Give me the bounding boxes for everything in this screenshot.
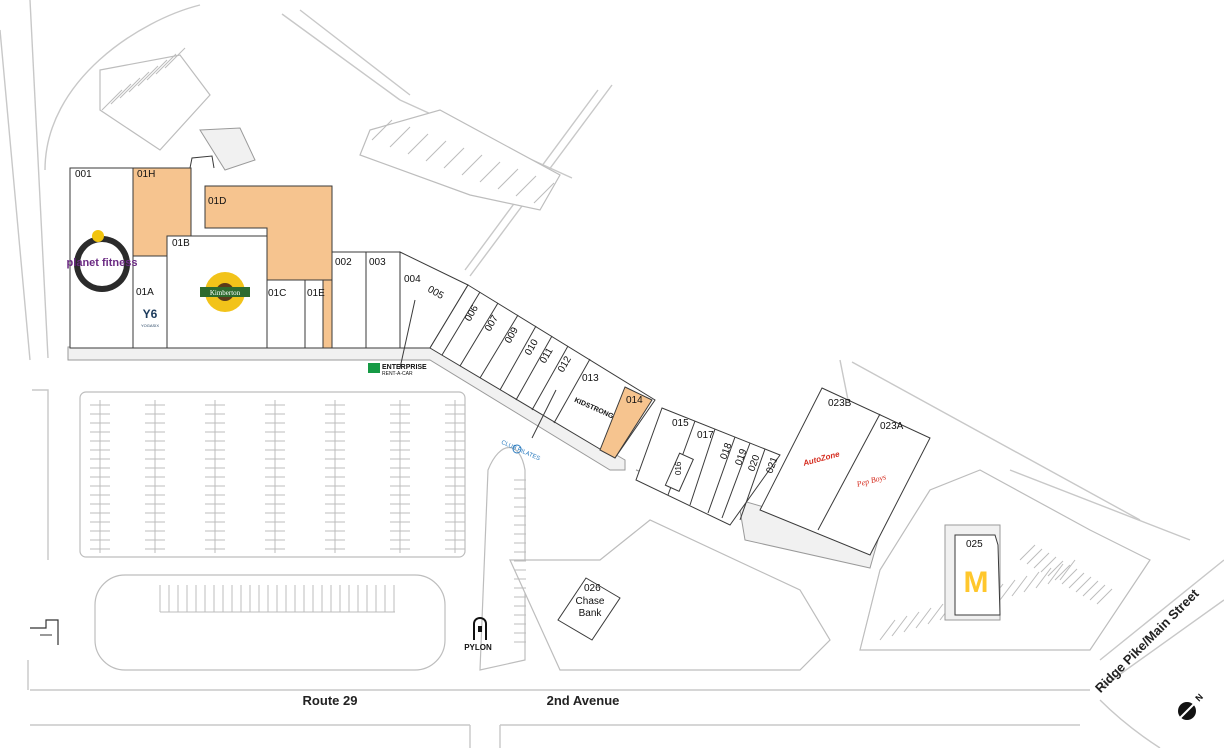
parking-stall-line [119, 77, 141, 99]
parking-stall-line [1047, 560, 1064, 577]
mcdonalds-logo: M [964, 566, 989, 599]
parking-stall-line [128, 71, 150, 93]
svg-text:Y6: Y6 [143, 307, 158, 321]
chase-bank-label: Chase Bank [576, 596, 605, 619]
parking-stall-line [1082, 580, 1099, 597]
label-015: 015 [672, 418, 689, 429]
enterprise-logo: ENTERPRISE RENT-A-CAR [368, 363, 427, 377]
mcdonalds-arches: M [964, 566, 989, 599]
compass-icon: N [1178, 692, 1205, 720]
building-west [69, 155, 469, 349]
parking-stall-line [146, 59, 168, 81]
unit-01A[interactable] [132, 255, 168, 349]
parking-stall-line [903, 611, 920, 633]
parking-stall-line [891, 615, 908, 637]
parking-stall-line [1040, 556, 1057, 573]
parking-stall-line [1019, 544, 1036, 561]
unit-002[interactable] [331, 251, 367, 349]
enterprise-name: ENTERPRISE [382, 364, 427, 371]
parking-stall-line [479, 161, 501, 183]
parking-stall-line [1035, 567, 1052, 589]
second-avenue-label: 2nd Avenue [547, 693, 620, 708]
parking-stall-line [1089, 584, 1106, 601]
label-013: 013 [582, 373, 599, 384]
label-017: 017 [697, 430, 714, 441]
label-01A: 01A [136, 287, 154, 298]
outparcels [557, 534, 1001, 641]
label-01E: 01E [307, 288, 325, 299]
parking-stall-line [389, 126, 411, 148]
parking-stall-line [1054, 564, 1071, 581]
parking-stall-line [164, 47, 186, 69]
parking-stall-line [1059, 559, 1076, 581]
parking-stall-line [497, 168, 519, 190]
parking-stall-line [110, 83, 132, 105]
parking-stall-line [999, 579, 1016, 601]
label-01H: 01H [137, 169, 155, 180]
label-004: 004 [404, 274, 421, 285]
parking-stall-line [915, 607, 932, 629]
yogasix-logo: Y6 YOGASIX [141, 307, 159, 328]
parking-stall-line [1061, 568, 1078, 585]
pylon-label: PYLON [464, 643, 492, 652]
utility-marker [30, 619, 59, 645]
unit-01C[interactable] [266, 279, 306, 349]
parking-stall-line [443, 147, 465, 169]
chase-line1: Chase [576, 596, 605, 607]
unit-014-vacant[interactable] [599, 386, 653, 459]
parking-stall-line [1047, 563, 1064, 585]
planet-fitness-name: planet fitness [67, 257, 138, 269]
parking-stall-line [1096, 588, 1113, 605]
parking-stall-line [1023, 571, 1040, 593]
north-label: N [1193, 692, 1205, 704]
diagonal-dividers [441, 291, 591, 424]
chase-line2: Bank [579, 608, 603, 619]
label-023B: 023B [828, 398, 852, 409]
yogasix-name: YOGASIX [141, 323, 159, 328]
label-003: 003 [369, 257, 386, 268]
building-east [635, 387, 931, 556]
label-026: 026 [584, 583, 601, 594]
parking-stall-line [461, 154, 483, 176]
parking-stall-line [1068, 572, 1085, 589]
label-023A: 023A [880, 421, 904, 432]
parking-stall-line [879, 619, 896, 641]
parking-stall-line [155, 53, 177, 75]
parking-stall-line [1026, 548, 1043, 565]
building-diagonal [399, 284, 656, 459]
label-001: 001 [75, 169, 92, 180]
unit-025-mcdonalds[interactable] [954, 534, 1001, 616]
kimberton-name: Kimberton [210, 289, 241, 297]
unit-026-chase[interactable] [557, 577, 621, 641]
kimberton-logo: Kimberton [200, 272, 250, 312]
parking-stall-line [1011, 575, 1028, 597]
enterprise-sub: RENT-A-CAR [382, 371, 413, 377]
parking-stall-line [927, 603, 944, 625]
parking-stall-line [1033, 552, 1050, 569]
parking-stall-line [1075, 576, 1092, 593]
parking-stall-line [407, 133, 429, 155]
label-002: 002 [335, 257, 352, 268]
parking-stall-line [137, 65, 159, 87]
label-016: 016 [674, 461, 683, 475]
planet-fitness-logo: planet fitness [67, 230, 138, 292]
parking-stall-line [425, 140, 447, 162]
parking-stall-line [533, 182, 555, 204]
label-01D: 01D [208, 196, 226, 207]
parking-stall-line [101, 89, 123, 111]
label-01C: 01C [268, 288, 286, 299]
parking-stall-line [371, 119, 393, 141]
label-025: 025 [966, 539, 983, 550]
parking-stall-line [515, 175, 537, 197]
route-29-label: Route 29 [303, 693, 358, 708]
pylon-sign-icon: PYLON [464, 617, 492, 652]
label-014: 014 [626, 395, 643, 406]
label-01B: 01B [172, 238, 190, 249]
